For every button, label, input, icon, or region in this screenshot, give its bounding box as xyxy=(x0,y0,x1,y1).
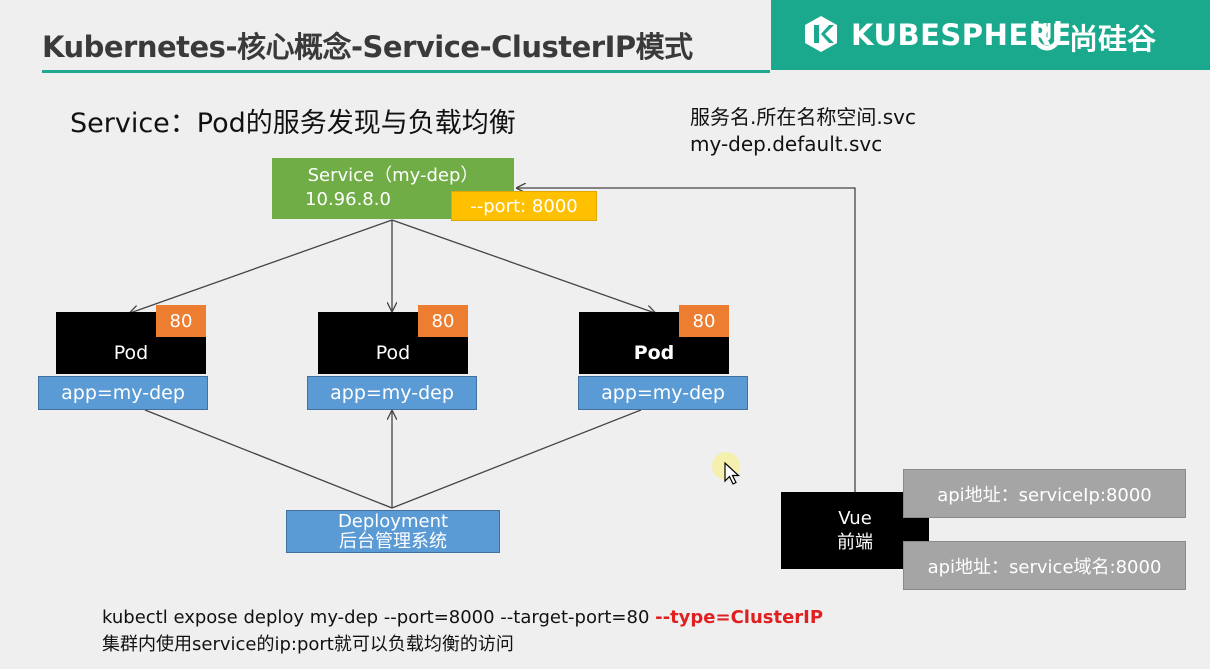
service-port-badge: --port: 8000 xyxy=(451,191,597,221)
service-to-pod3-arrow xyxy=(391,219,655,313)
atguigu-brand-text: 尚硅谷 xyxy=(1069,22,1157,56)
pod-port-badge: 80 xyxy=(156,305,206,337)
service-to-pod1-arrow xyxy=(130,219,393,313)
service-ip: 10.96.8.0 xyxy=(305,189,391,210)
service-name: Service（my-dep） xyxy=(307,165,479,186)
slide-title: Kubernetes-核心概念-Service-ClusterIP模式 xyxy=(42,30,693,64)
command-text: kubectl expose deploy my-dep --port=8000… xyxy=(102,607,656,628)
pod-box-1: 80 Pod xyxy=(56,305,206,374)
dns-name-note: 服务名.所在名称空间.svc my-dep.default.svc xyxy=(690,104,916,158)
pod-label: Pod xyxy=(633,342,675,364)
kubesphere-logo-icon xyxy=(805,16,837,52)
deployment-to-label1-line xyxy=(144,409,393,509)
dns-example-line: my-dep.default.svc xyxy=(690,132,883,156)
command-type-flag: --type=ClusterIP xyxy=(655,607,824,628)
pod-label: Pod xyxy=(375,342,411,364)
vue-to-service-arrow xyxy=(517,188,856,492)
pod-port-badge: 80 xyxy=(418,305,468,337)
pod-selector-label-2: app=my-dep xyxy=(307,376,477,410)
pod-label: Pod xyxy=(113,342,149,364)
deployment-box: Deployment 后台管理系统 xyxy=(286,510,500,553)
pod-box-2: 80 Pod xyxy=(318,305,468,374)
vue-name: Vue xyxy=(838,507,872,529)
pod-box-3: 80 Pod xyxy=(579,305,729,374)
vue-desc: 前端 xyxy=(837,531,873,553)
kubectl-command: kubectl expose deploy my-dep --port=8000… xyxy=(102,607,823,628)
dns-format-line: 服务名.所在名称空间.svc xyxy=(690,105,916,129)
api-address-dns: api地址：service域名:8000 xyxy=(903,541,1186,590)
pod-selector-label-3: app=my-dep xyxy=(578,376,748,410)
pod-port-badge: 80 xyxy=(679,305,729,337)
brand-banner: KUBESPHERE 尚硅谷 xyxy=(771,0,1210,70)
title-underline xyxy=(42,70,770,73)
api-address-ip: api地址：serviceIp:8000 xyxy=(903,469,1186,518)
usage-note: 集群内使用service的ip:port就可以负载均衡的访问 xyxy=(102,634,514,655)
deployment-name: Deployment xyxy=(337,510,449,532)
pod-selector-label-1: app=my-dep xyxy=(38,376,208,410)
mouse-cursor-icon xyxy=(724,462,740,485)
deployment-to-label3-line xyxy=(391,409,642,509)
atguigu-logo-icon xyxy=(1033,21,1061,51)
section-heading: Service：Pod的服务发现与负载均衡 xyxy=(70,108,516,139)
deployment-desc: 后台管理系统 xyxy=(339,530,447,552)
